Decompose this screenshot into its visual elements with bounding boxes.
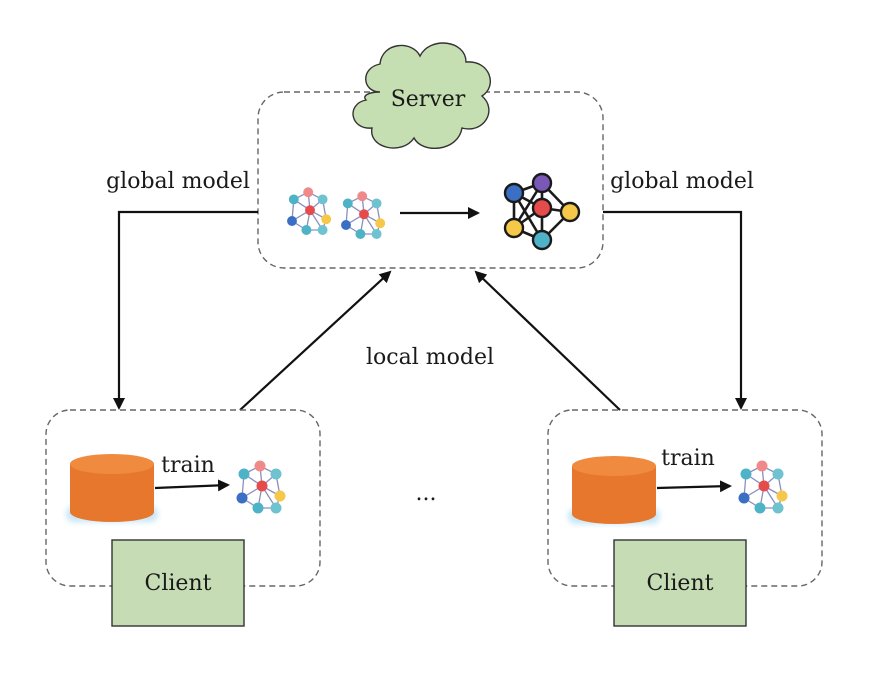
network-node <box>270 468 282 480</box>
network-node <box>305 205 315 216</box>
network-node <box>531 229 553 251</box>
network-node <box>371 229 382 239</box>
network-node <box>738 492 750 504</box>
network-node <box>503 182 525 204</box>
train-right-label: train <box>661 446 715 471</box>
client-right-node <box>613 539 747 627</box>
network-node <box>503 217 525 239</box>
client-right-label: Client <box>647 571 714 596</box>
network-node <box>359 209 369 220</box>
network-node <box>274 490 286 502</box>
database-top <box>572 456 656 476</box>
network-node <box>758 480 770 492</box>
database-icon-right <box>568 456 660 524</box>
network-node <box>317 225 328 235</box>
network-node <box>236 492 248 504</box>
network-node <box>238 468 250 480</box>
global-network-icon <box>503 172 581 251</box>
network-node <box>341 220 351 230</box>
network-node <box>772 502 784 514</box>
server-box <box>257 91 604 269</box>
network-node <box>740 468 752 480</box>
aggregated-local-network-icon-1 <box>287 187 332 235</box>
database-top <box>70 454 154 474</box>
network-node <box>559 201 581 223</box>
database-icon-left <box>66 454 158 522</box>
network-node <box>303 187 314 198</box>
network-node <box>342 198 353 209</box>
global-model-right-label: global model <box>610 169 754 194</box>
network-node <box>254 460 266 472</box>
network-node <box>287 216 297 226</box>
network-node <box>531 197 553 219</box>
global-model-left-label: global model <box>106 169 250 194</box>
network-node <box>754 502 766 514</box>
database-body <box>70 464 154 522</box>
network-node <box>756 460 768 472</box>
network-node <box>288 194 299 205</box>
cloud-icon <box>352 42 491 150</box>
network-node <box>776 490 788 502</box>
network-node <box>270 502 282 514</box>
train-left-label: train <box>161 453 215 478</box>
client-left-label: Client <box>145 571 212 596</box>
local-model-arrow-right <box>474 270 621 411</box>
network-node <box>355 229 366 239</box>
aggregated-local-network-icon-2 <box>341 191 386 239</box>
network-node <box>252 502 264 514</box>
global-model-arrow-left <box>113 210 258 410</box>
network-node <box>531 172 553 194</box>
network-node <box>357 191 368 202</box>
database-body <box>572 466 656 524</box>
network-node <box>256 480 268 492</box>
train-arrow-left <box>154 479 230 492</box>
more-clients-ellipsis: ... <box>416 481 437 506</box>
network-node <box>375 218 386 229</box>
network-node <box>371 198 382 209</box>
network-node <box>321 214 332 225</box>
network-node <box>317 194 328 205</box>
network-node <box>301 225 312 235</box>
network-node <box>772 468 784 480</box>
local-model-label: local model <box>366 345 494 370</box>
train-arrow-right <box>656 480 732 493</box>
server-label: Server <box>391 87 466 112</box>
local-network-icon-right <box>738 460 788 514</box>
global-model-arrow-right <box>603 210 747 410</box>
client-left-node <box>111 539 245 627</box>
local-model-arrow-left <box>239 270 392 411</box>
local-network-icon-left <box>236 460 286 514</box>
